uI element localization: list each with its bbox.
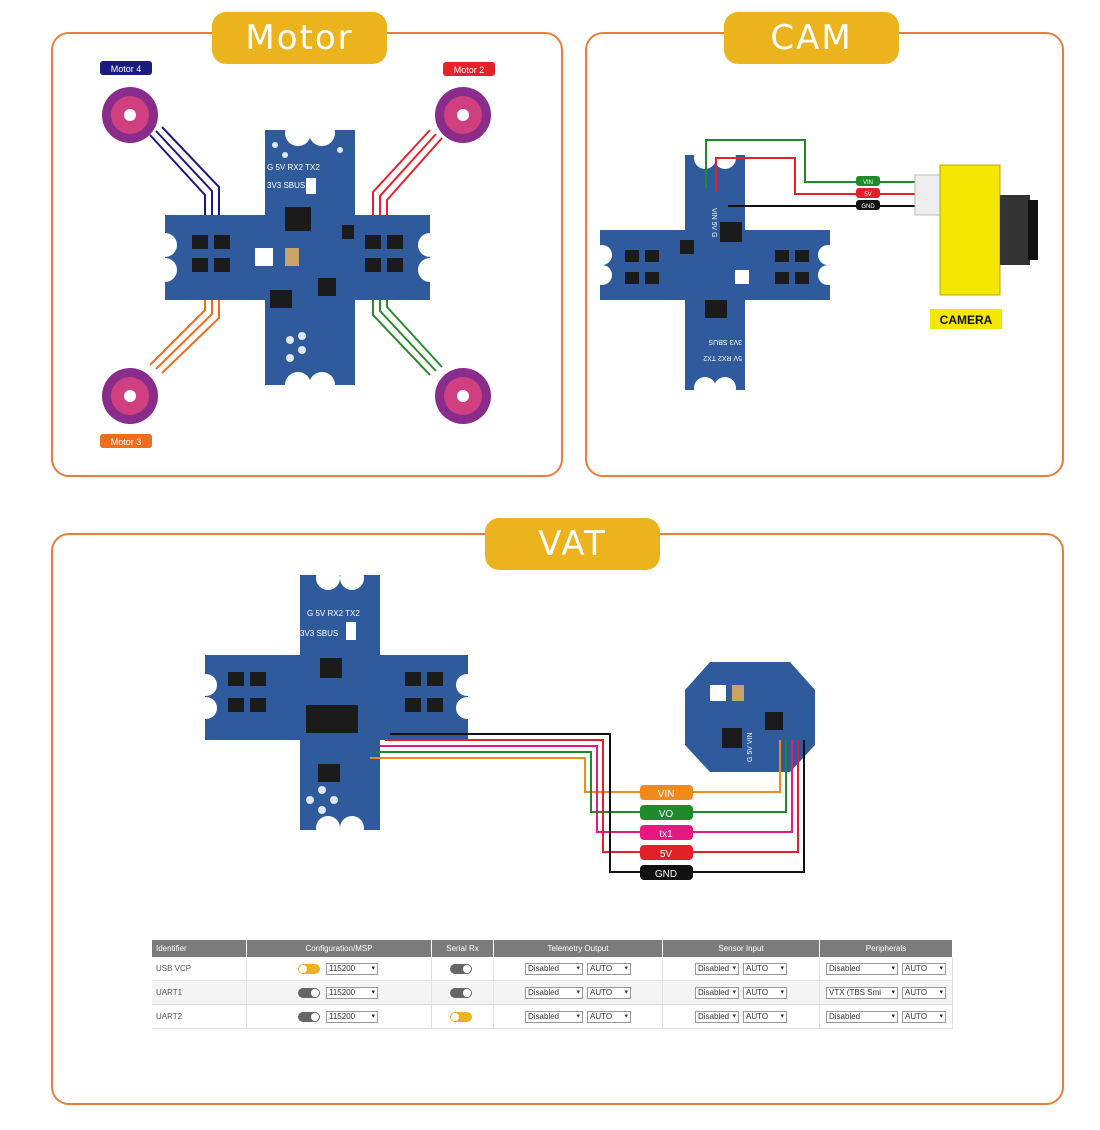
ports-config-table: Identifier Configuration/MSP Serial Rx T… — [152, 940, 953, 1029]
msp-toggle[interactable] — [298, 963, 320, 974]
row-identifier: USB VCP — [152, 957, 247, 981]
baud-select[interactable]: 115200 — [326, 986, 378, 999]
telemetry-select[interactable]: Disabled — [525, 1010, 583, 1023]
col-identifier: Identifier — [152, 940, 247, 957]
baud-select[interactable]: 115200 — [326, 1010, 378, 1023]
peripherals-baud-select[interactable]: AUTO — [902, 962, 946, 975]
motor-panel — [51, 32, 563, 477]
table-row: UART2 115200 Disabled AUTO Disabled AUTO D… — [152, 1004, 953, 1029]
serial-rx-toggle[interactable] — [449, 987, 472, 998]
peripherals-select[interactable]: Disabled — [826, 962, 898, 975]
baud-select[interactable]: 115200 — [326, 962, 378, 975]
col-telemetry: Telemetry Output — [493, 940, 663, 957]
col-config-msp: Configuration/MSP — [246, 940, 432, 957]
telemetry-baud-select[interactable]: AUTO — [587, 962, 631, 975]
serial-rx-toggle[interactable] — [449, 963, 472, 974]
col-serial-rx: Serial Rx — [431, 940, 494, 957]
row-identifier: UART1 — [152, 980, 247, 1005]
row-identifier: UART2 — [152, 1004, 247, 1029]
table-row: UART1 115200 Disabled AUTO Disabled AUTO V… — [152, 980, 953, 1005]
telemetry-select[interactable]: Disabled — [525, 962, 583, 975]
telemetry-select[interactable]: Disabled — [525, 986, 583, 999]
sensor-select[interactable]: Disabled — [695, 986, 739, 999]
telemetry-baud-select[interactable]: AUTO — [587, 1010, 631, 1023]
peripherals-baud-select[interactable]: AUTO — [902, 986, 946, 999]
peripherals-baud-select[interactable]: AUTO — [902, 1010, 946, 1023]
vat-title: VAT — [485, 518, 660, 570]
cam-panel — [585, 32, 1064, 477]
table-header-row: Identifier Configuration/MSP Serial Rx T… — [152, 940, 953, 957]
motor-title: Motor — [212, 12, 387, 64]
col-peripherals: Peripherals — [819, 940, 953, 957]
sensor-select[interactable]: Disabled — [695, 962, 739, 975]
msp-toggle[interactable] — [298, 987, 320, 998]
msp-toggle[interactable] — [298, 1011, 320, 1022]
serial-rx-toggle[interactable] — [449, 1011, 472, 1022]
table-row: USB VCP 115200 Disabled AUTO Disabled AUTO… — [152, 957, 953, 981]
cam-title: CAM — [724, 12, 899, 64]
col-sensor: Sensor Input — [662, 940, 820, 957]
sensor-baud-select[interactable]: AUTO — [743, 1010, 787, 1023]
peripherals-select[interactable]: Disabled — [826, 1010, 898, 1023]
telemetry-baud-select[interactable]: AUTO — [587, 986, 631, 999]
sensor-select[interactable]: Disabled — [695, 1010, 739, 1023]
sensor-baud-select[interactable]: AUTO — [743, 986, 787, 999]
peripherals-select[interactable]: VTX (TBS Smi — [826, 986, 898, 999]
sensor-baud-select[interactable]: AUTO — [743, 962, 787, 975]
